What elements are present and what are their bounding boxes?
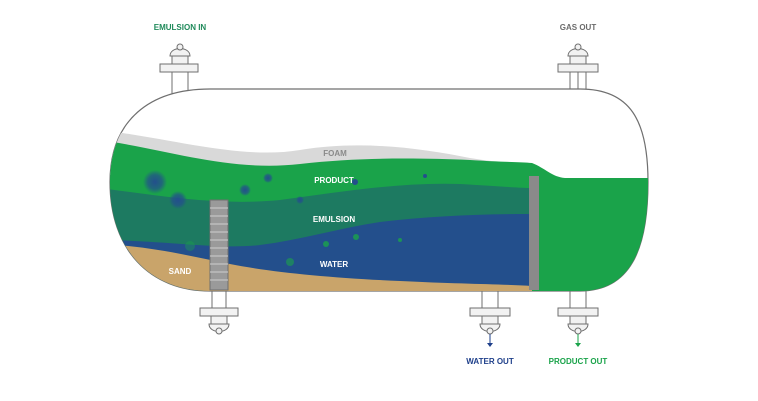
product-outlet-nozzle — [557, 291, 599, 347]
tank-body — [109, 88, 649, 292]
label-gas-out: GAS OUT — [560, 23, 597, 32]
sand-jet-column — [209, 199, 229, 291]
product-out-arrow-icon — [575, 343, 581, 347]
label-water: WATER — [320, 260, 349, 269]
droplets — [143, 170, 427, 266]
sand-layer — [110, 244, 532, 291]
label-water-out: WATER OUT — [466, 357, 514, 366]
label-emulsion: EMULSION — [313, 215, 355, 224]
water-outlet-nozzle — [469, 291, 511, 347]
sand-drain-nozzle — [199, 291, 239, 335]
water-out-arrow-icon — [487, 343, 493, 347]
product-compartment — [532, 163, 648, 291]
label-product: PRODUCT — [314, 176, 354, 185]
label-sand: SAND — [169, 267, 192, 276]
label-emulsion-in: EMULSION IN — [154, 23, 207, 32]
label-foam: FOAM — [323, 149, 347, 158]
weir-plate — [529, 176, 539, 290]
label-product-out: PRODUCT OUT — [549, 357, 608, 366]
